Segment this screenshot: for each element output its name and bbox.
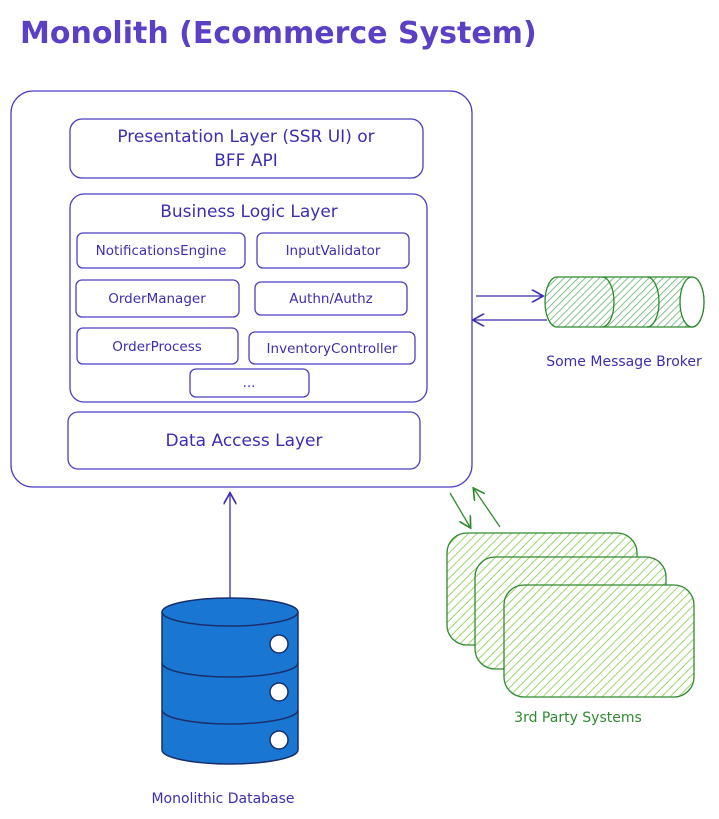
arrow-from-third-party bbox=[474, 489, 501, 528]
component-label: InventoryController bbox=[267, 341, 398, 357]
arrow-to-third-party bbox=[449, 492, 470, 527]
component-label: ... bbox=[243, 375, 256, 391]
component-label: OrderProcess bbox=[112, 339, 202, 355]
component-order-manager: OrderManager bbox=[75, 279, 240, 318]
presentation-layer-label-line1: Presentation Layer (SSR UI) or bbox=[117, 127, 374, 147]
component-notifications-engine: NotificationsEngine bbox=[76, 232, 246, 269]
component-label: Authn/Authz bbox=[289, 291, 372, 307]
diagram-title: Monolith (Ecommerce System) bbox=[20, 16, 537, 51]
component-more: ... bbox=[189, 368, 310, 398]
third-party-systems-label: 3rd Party Systems bbox=[514, 710, 642, 726]
component-label: InputValidator bbox=[286, 243, 381, 259]
monolith-container bbox=[10, 90, 473, 488]
third-party-systems: 3rd Party Systems bbox=[446, 532, 695, 726]
component-input-validator: InputValidator bbox=[256, 232, 410, 269]
message-broker-label: Some Message Broker bbox=[546, 354, 702, 370]
message-broker: Some Message Broker bbox=[544, 276, 705, 370]
data-access-layer: Data Access Layer bbox=[67, 411, 421, 470]
business-logic-layer-label: Business Logic Layer bbox=[160, 202, 338, 222]
monolithic-database: Monolithic Database bbox=[151, 597, 299, 807]
component-label: OrderManager bbox=[108, 291, 206, 307]
component-inventory-controller: InventoryController bbox=[248, 331, 416, 365]
presentation-layer: Presentation Layer (SSR UI) or BFF API bbox=[69, 118, 424, 179]
presentation-layer-label-line2: BFF API bbox=[214, 151, 278, 171]
component-authn-authz: Authn/Authz bbox=[254, 281, 408, 316]
component-order-process: OrderProcess bbox=[76, 327, 239, 365]
data-access-layer-label: Data Access Layer bbox=[166, 431, 323, 451]
database-label: Monolithic Database bbox=[151, 791, 294, 807]
component-label: NotificationsEngine bbox=[96, 243, 227, 259]
business-logic-layer: Business Logic Layer NotificationsEngine… bbox=[69, 193, 428, 403]
